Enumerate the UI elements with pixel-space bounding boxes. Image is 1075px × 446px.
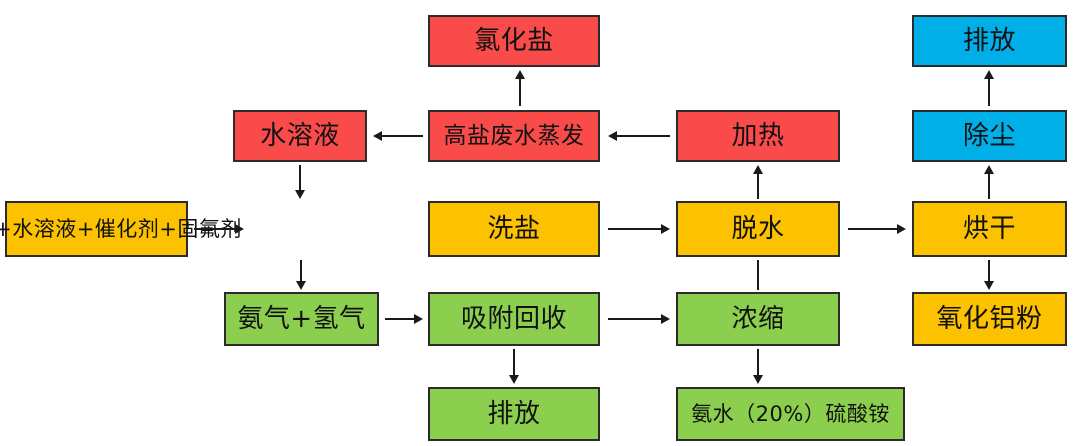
connector-a_tuoshui_to_honggan [848, 222, 906, 236]
connector-a_xifu_to_paifang [507, 349, 521, 384]
connector-shaft [299, 165, 301, 192]
connector-shaft [608, 318, 663, 320]
node-n_nongsuo[interactable]: 浓缩 [676, 292, 840, 346]
connector-a_honggan_to_yanghua [982, 260, 996, 290]
node-n_lvhuayan[interactable]: 氯化盐 [428, 15, 600, 67]
connector-a_lvhui_to_anqi [294, 260, 308, 290]
connector-shaft [615, 135, 670, 137]
arrowhead-down-icon [296, 281, 306, 290]
node-n_paifang_grn[interactable]: 排放 [428, 387, 600, 441]
connector-a_tuoshui_to_jiare [751, 165, 765, 199]
node-n_shuirongye[interactable]: 水溶液 [233, 110, 367, 162]
connector-a_honggan_to_chuchen [982, 165, 996, 199]
connector-a_gaoyan_to_lvhuayan [513, 70, 527, 106]
connector-a_nongsuo_to_anshui [751, 349, 765, 384]
node-n_anshui[interactable]: 氨水（20%）硫酸铵 [676, 387, 905, 441]
connector-a_anqi_to_xifu [385, 312, 423, 326]
connector-shaft [380, 135, 423, 137]
node-n_honggan[interactable]: 烘干 [912, 201, 1067, 257]
arrowhead-right-icon [897, 224, 906, 234]
connector-a_nongsuo_top [751, 260, 765, 290]
connector-a_xiyan_to_tuoshui [608, 222, 670, 236]
connector-shaft [988, 77, 990, 106]
connector-shaft [194, 228, 237, 230]
arrowhead-up-icon [984, 165, 994, 174]
arrowhead-right-icon [661, 314, 670, 324]
connector-shaft [988, 172, 990, 199]
arrowhead-left-icon [373, 131, 382, 141]
connector-shaft [757, 260, 759, 290]
connector-shaft [385, 318, 416, 320]
connector-shaft [757, 349, 759, 377]
arrowhead-right-icon [235, 224, 244, 234]
node-n_xiyan[interactable]: 洗盐 [428, 201, 600, 257]
connector-shaft [300, 260, 302, 283]
arrowhead-up-icon [515, 70, 525, 79]
connector-shaft [757, 172, 759, 199]
connector-a_xifu_to_nongsuo [608, 312, 670, 326]
arrowhead-up-icon [753, 165, 763, 174]
arrowhead-down-icon [295, 190, 305, 199]
arrowhead-down-icon [753, 375, 763, 384]
node-n_anqi[interactable]: 氨气+氢气 [224, 292, 379, 346]
node-n_chuchen[interactable]: 除尘 [912, 110, 1067, 162]
connector-shaft [988, 260, 990, 283]
node-n_gaoyan[interactable]: 高盐废水蒸发 [428, 110, 600, 162]
connector-a_shuirongye_to_lvhui [293, 165, 307, 199]
arrowhead-up-icon [984, 70, 994, 79]
node-n_jiare[interactable]: 加热 [676, 110, 840, 162]
connector-shaft [513, 349, 515, 377]
connector-a_jiare_to_gaoyan [608, 129, 670, 143]
connector-a_lvhui_to_xiyan [194, 222, 244, 236]
arrowhead-right-icon [414, 314, 423, 324]
connector-shaft [848, 228, 899, 230]
connector-shaft [608, 228, 663, 230]
connector-a_gaoyan_to_shuirongye [373, 129, 423, 143]
node-n_paifang_blue[interactable]: 排放 [912, 15, 1067, 67]
node-n_lvhui[interactable]: 铝灰+水溶液+催化剂+固氟剂 [0, 201, 241, 257]
node-n_yanghua[interactable]: 氧化铝粉 [912, 292, 1067, 346]
node-n_xifu[interactable]: 吸附回收 [428, 292, 600, 346]
arrowhead-left-icon [608, 131, 617, 141]
connector-a_chuchen_to_paifang [982, 70, 996, 106]
arrowhead-right-icon [661, 224, 670, 234]
node-n_tuoshui[interactable]: 脱水 [676, 201, 840, 257]
arrowhead-down-icon [984, 281, 994, 290]
arrowhead-down-icon [509, 375, 519, 384]
connector-shaft [519, 77, 521, 106]
